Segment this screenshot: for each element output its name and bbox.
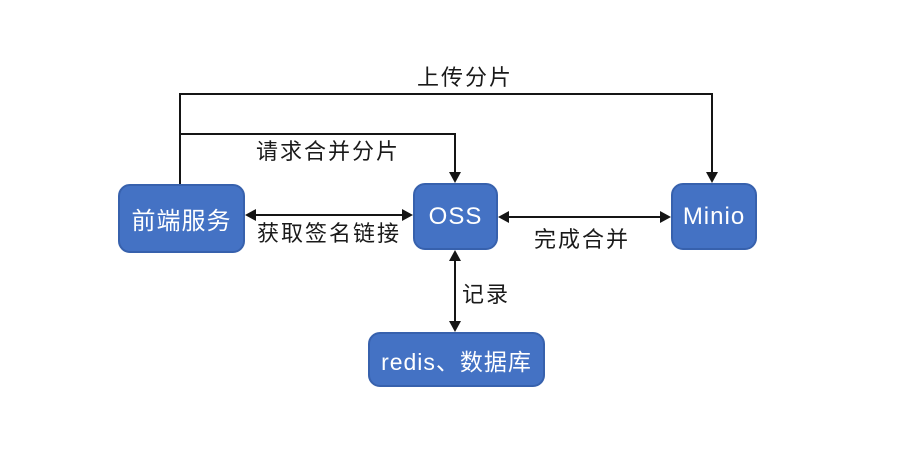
arrowhead-into-oss-right-icon	[498, 211, 509, 223]
arrowhead-into-redis-icon	[449, 321, 461, 332]
node-redis-database: redis、数据库	[368, 332, 545, 387]
arrowhead-into-oss-left-icon	[402, 209, 413, 221]
node-minio: Minio	[671, 183, 757, 250]
edge-upload-chunks-segment-horizontal	[179, 93, 713, 95]
arrowhead-into-minio-icon	[706, 172, 718, 183]
edge-upload-chunks-segment-vertical-left	[179, 93, 181, 184]
edge-request-merge-segment-vertical	[454, 133, 456, 174]
edge-label-get-signed-url: 获取签名链接	[257, 221, 402, 246]
edge-record-line	[454, 259, 456, 323]
arrowhead-into-oss-top-icon	[449, 172, 461, 183]
edge-label-record: 记录	[462, 282, 511, 307]
edge-merge-complete-line	[507, 216, 662, 218]
arrowhead-into-frontend-icon	[245, 209, 256, 221]
edge-upload-chunks-segment-vertical-right	[711, 93, 713, 174]
node-frontend-service: 前端服务	[118, 184, 245, 253]
arrowhead-into-minio-left-icon	[660, 211, 671, 223]
edge-label-request-merge: 请求合并分片	[256, 139, 401, 164]
arrowhead-into-oss-bottom-icon	[449, 250, 461, 261]
edge-label-merge-complete: 完成合并	[534, 227, 631, 252]
node-oss: OSS	[413, 183, 498, 250]
edge-request-merge-segment-horizontal	[179, 133, 456, 135]
edge-get-signed-url-line	[254, 214, 404, 216]
edge-label-upload-chunks: 上传分片	[417, 65, 514, 90]
